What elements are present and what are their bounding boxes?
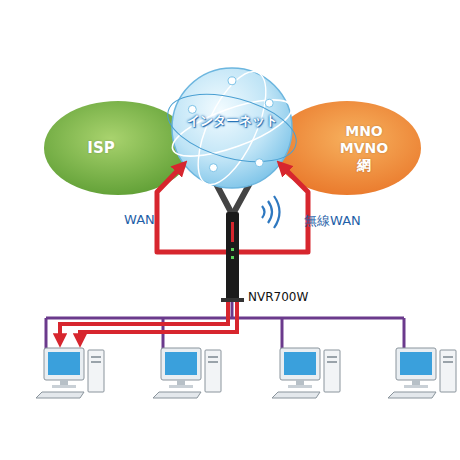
isp-ellipse-outline <box>43 100 193 196</box>
pc-icon <box>388 348 456 398</box>
node-label: インターネット <box>187 112 278 130</box>
internet-globe: インターネット <box>170 66 294 190</box>
router-device-outline <box>226 212 239 302</box>
node-label: MNO MVNO網 <box>333 123 395 174</box>
pc-icon <box>36 348 104 398</box>
isp-ellipse: ISP <box>43 100 193 196</box>
router-device: NVR700W <box>226 212 239 302</box>
node-label: ISP <box>87 140 114 157</box>
wireless-waves <box>262 196 280 228</box>
node-label: NVR700W <box>248 290 308 304</box>
pc-icon <box>272 348 340 398</box>
pc-icon <box>153 348 221 398</box>
edge-label: 無線WAN <box>304 212 361 230</box>
edge-label: WAN <box>124 212 155 227</box>
lan-traffic-arrow <box>60 300 237 342</box>
